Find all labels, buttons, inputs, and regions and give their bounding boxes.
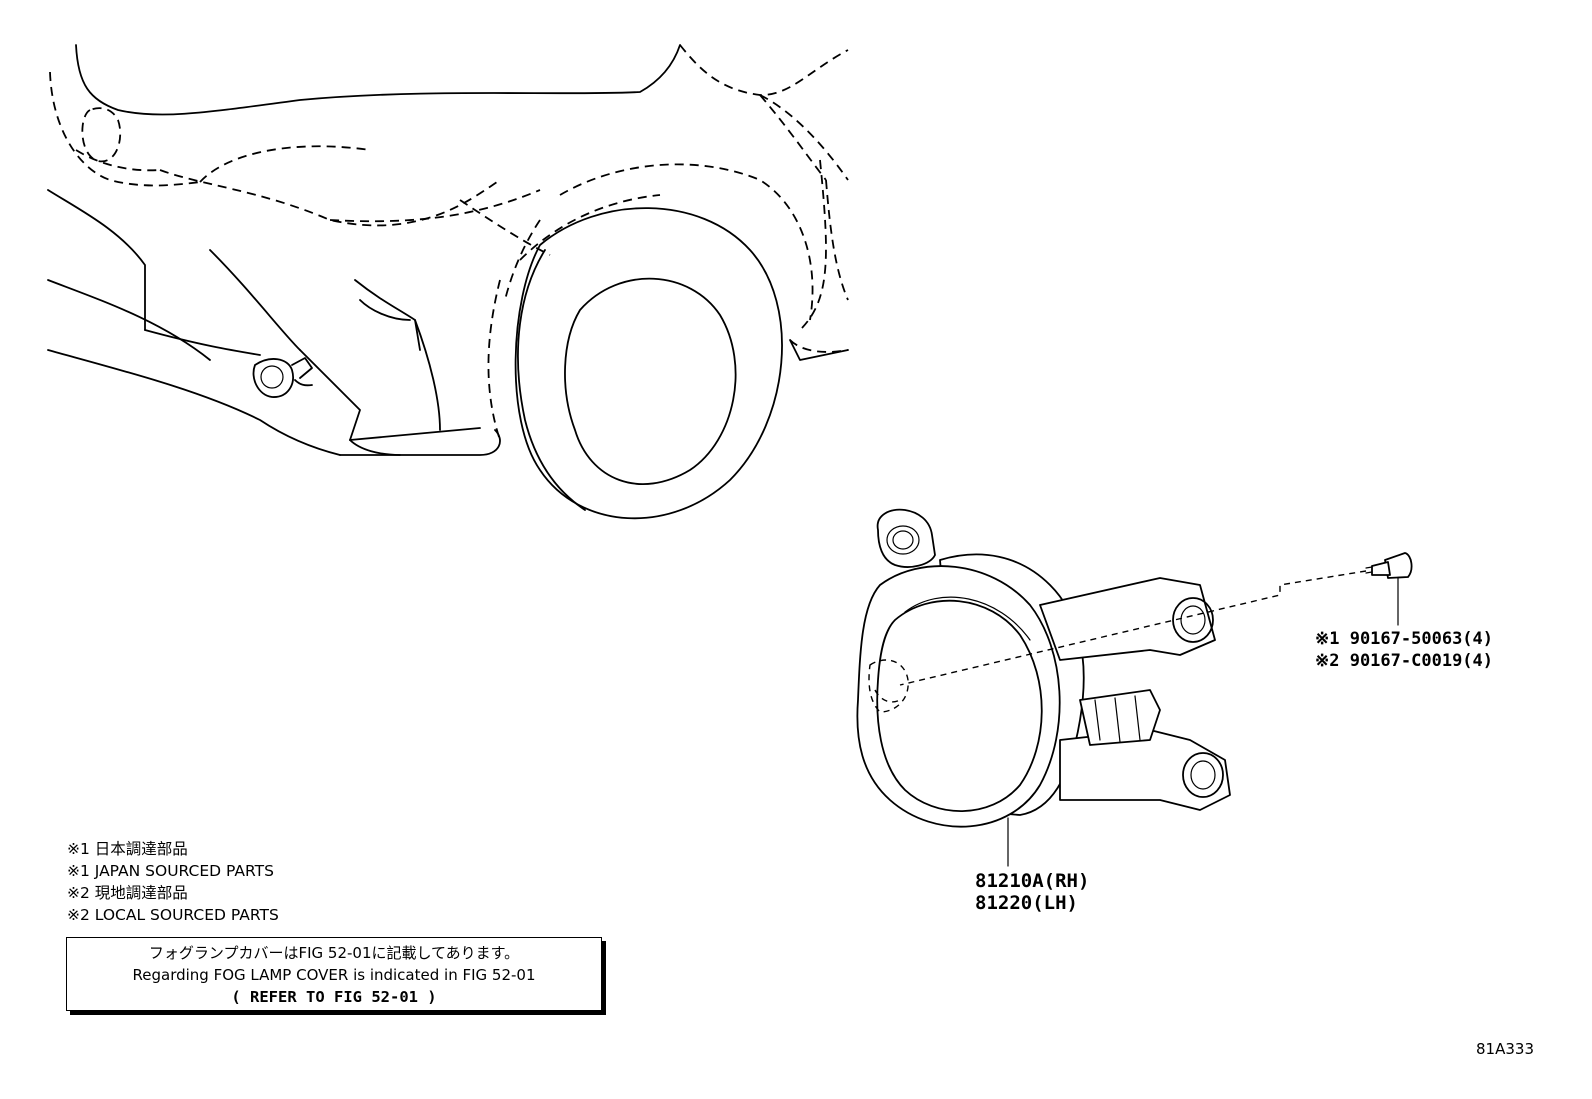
lamp-callout-rh: 81210A(RH) xyxy=(975,870,1090,892)
vehicle-front-corner xyxy=(47,44,849,520)
lamp-callout-lh: 81220(LH) xyxy=(975,892,1078,914)
legend-line-2: ※1 JAPAN SOURCED PARTS xyxy=(67,862,274,880)
fog-lamp-assembly xyxy=(856,508,1231,828)
legend-line-3: ※2 現地調達部品 xyxy=(67,884,188,902)
sourcing-legend: ※1 日本調達部品 ※1 JAPAN SOURCED PARTS ※2 現地調達… xyxy=(67,838,279,926)
screw-insertion-line xyxy=(899,570,1367,686)
fog-lamp-location xyxy=(252,357,313,398)
note-japanese: フォグランプカバーはFIG 52-01に記載してあります。 xyxy=(148,944,520,962)
legend-line-4: ※2 LOCAL SOURCED PARTS xyxy=(67,906,279,924)
screw-fastener xyxy=(1365,552,1413,579)
note-english: Regarding FOG LAMP COVER is indicated in… xyxy=(132,966,536,984)
note-refer-link[interactable]: ( REFER TO FIG 52-01 ) xyxy=(231,988,437,1006)
fastener-callout-1: ※1 90167-50063(4) xyxy=(1315,629,1494,649)
figure-id: 81A333 xyxy=(1476,1040,1534,1058)
fastener-callout-2: ※2 90167-C0019(4) xyxy=(1315,651,1494,671)
legend-line-1: ※1 日本調達部品 xyxy=(67,840,188,858)
fog-lamp-cover-note: フォグランプカバーはFIG 52-01に記載してあります。 Regarding … xyxy=(66,937,602,1011)
